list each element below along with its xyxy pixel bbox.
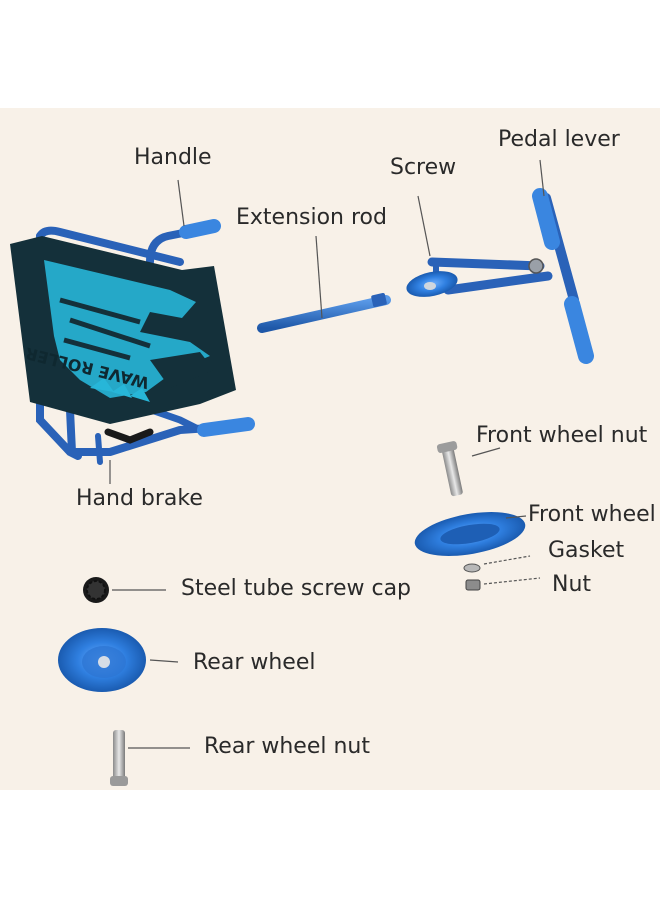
leader-pedal-lever [539,159,545,197]
rear-wheel-part [58,628,146,692]
leader-front-wheel [505,515,527,519]
leader-nut [483,577,541,585]
pedal-lever-assembly [406,188,594,364]
handle-grip-top [179,219,221,239]
gasket-part [463,563,481,573]
leader-rear-wheel [149,659,179,663]
leader-handle [177,179,185,227]
nut-part [465,579,481,591]
hand-brake-lever [95,433,103,465]
label-extension-rod: Extension rod [236,205,387,230]
label-nut: Nut [552,572,592,597]
steel-tube-screw-cap-part [83,577,109,603]
pedal-grip-bottom [564,296,594,364]
label-pedal-lever: Pedal lever [498,127,620,152]
leader-front-wheel-nut [471,447,501,457]
leader-lines [109,159,545,749]
rear-wheel-nut-part [110,730,128,786]
label-handle: Handle [134,145,212,170]
label-rear-wheel: Rear wheel [193,650,316,675]
label-gasket: Gasket [548,538,625,563]
label-screw: Screw [390,155,457,180]
extension-rod [257,292,391,333]
leader-gasket [483,555,531,565]
label-hand-brake: Hand brake [76,486,203,511]
front-wheel-nut-part [436,441,463,497]
leader-screw [417,195,431,257]
front-wheel-part [414,512,526,556]
label-rear-wheel-nut: Rear wheel nut [204,734,370,759]
label-front-wheel-nut: Front wheel nut [476,423,648,448]
pedal-grip-top [532,188,560,250]
handle-grip-bottom [197,417,255,437]
label-steel-tube-screw-cap: Steel tube screw cap [181,576,412,601]
seat-frame-assembly: WAVE ROLLER [10,219,255,465]
leader-extension-rod [315,235,323,319]
label-front-wheel: Front wheel [528,502,656,527]
